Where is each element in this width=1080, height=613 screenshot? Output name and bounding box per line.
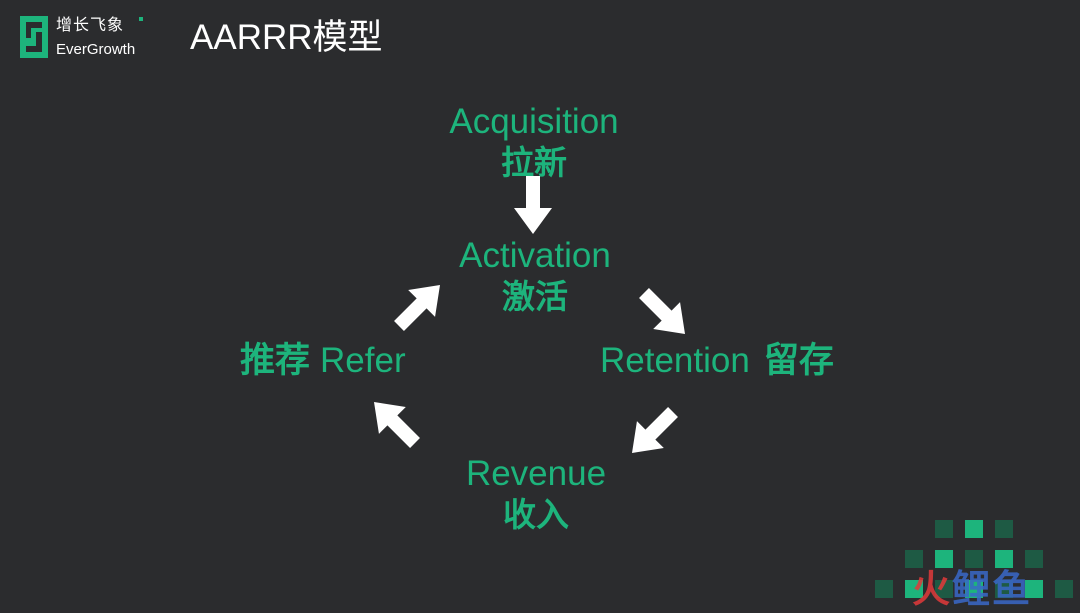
- brand-name-cn: 增长飞象: [56, 17, 125, 34]
- watermark-pixel-logo-icon: [875, 520, 1073, 598]
- arrow-up-right-icon: [385, 271, 454, 340]
- node-retention-cn: 留存: [763, 341, 834, 380]
- watermark-char-2: 鲤: [952, 569, 993, 611]
- brand-dot-icon: [139, 17, 144, 21]
- brand-name-en: EverGrowth: [56, 41, 136, 58]
- page-title: AARRR模型: [190, 18, 383, 57]
- node-acquisition-cn: 拉新: [500, 144, 567, 181]
- node-activation-en: Activation: [459, 236, 611, 275]
- node-retention-en: Retention: [600, 341, 750, 380]
- watermark-text: 火鲤鱼: [912, 558, 1032, 613]
- node-acquisition-en: Acquisition: [449, 102, 619, 141]
- watermark-char-1: 火: [912, 569, 953, 611]
- node-acquisition: Acquisition 拉新: [449, 102, 618, 183]
- watermark-char-3: 鱼: [992, 569, 1033, 611]
- arrow-down-right-icon: [630, 279, 699, 348]
- arrow-down-icon: [514, 176, 552, 234]
- node-retention: Retention 留存: [600, 341, 834, 381]
- node-activation-cn: 激活: [502, 278, 568, 315]
- node-refer-cn: 推荐: [240, 341, 311, 380]
- brand-logo: 增长飞象 EverGrowth: [20, 16, 144, 60]
- node-revenue-cn: 收入: [502, 496, 569, 533]
- node-activation: Activation 激活: [459, 236, 611, 317]
- arrow-down-left-icon: [618, 398, 687, 467]
- node-refer-en: Refer: [320, 341, 406, 380]
- arrow-up-left-icon: [360, 388, 429, 457]
- evergrowth-logo-icon: [20, 16, 48, 58]
- node-revenue-en: Revenue: [465, 454, 607, 493]
- node-revenue: Revenue 收入: [466, 454, 606, 535]
